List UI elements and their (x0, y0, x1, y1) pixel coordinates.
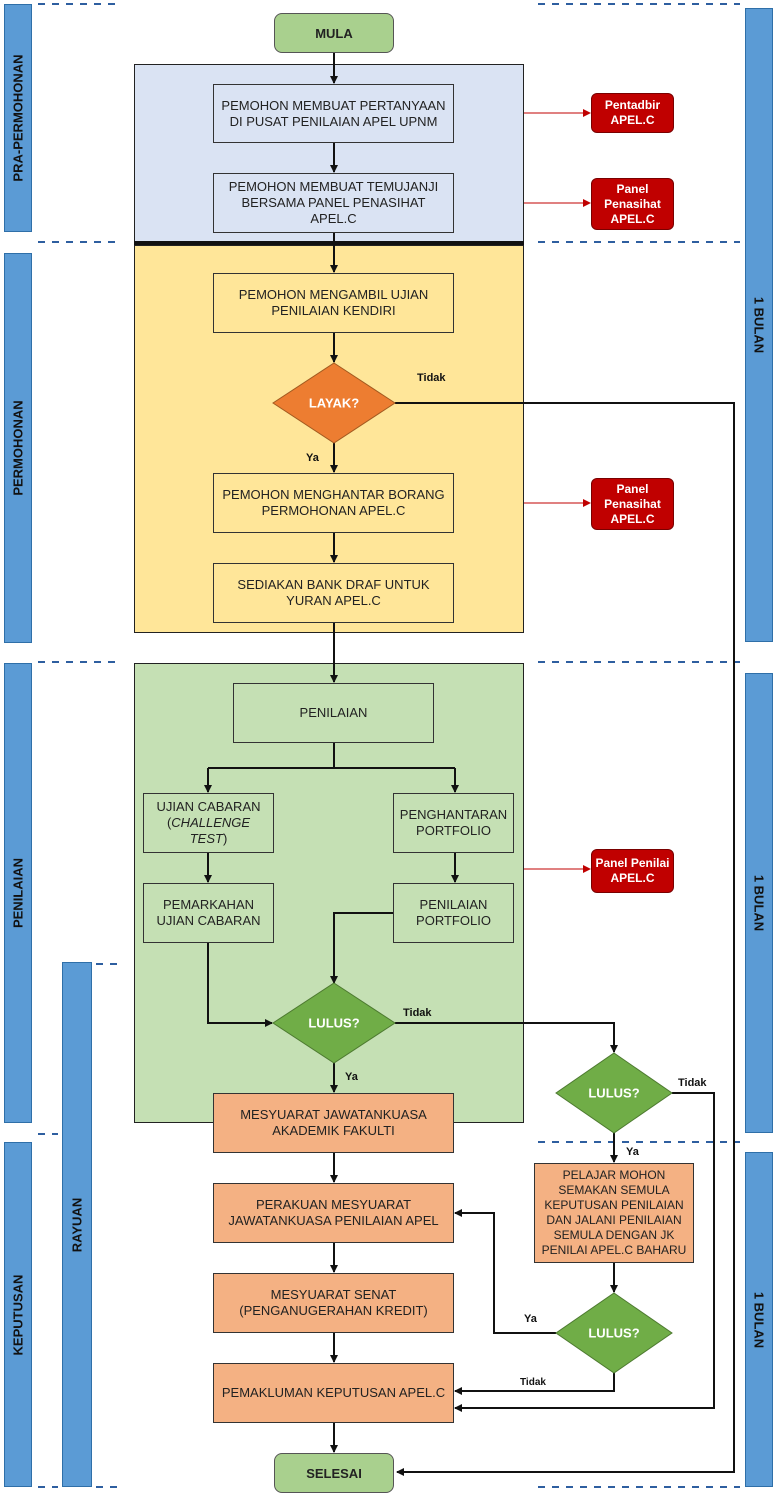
decision-lulus2-shape (555, 1052, 673, 1134)
duration-bar-1: 1 BULAN (745, 8, 773, 642)
ujian-cabaran-label: UJIAN CABARAN (156, 799, 261, 814)
label-ya-layak: Ya (306, 452, 319, 464)
duration-bar-3: 1 BULAN (745, 1152, 773, 1487)
label-tidak-lulus1: Tidak (403, 1007, 432, 1019)
step-penilaian: PENILAIAN (233, 683, 434, 743)
decision-lulus3: LULUS? (588, 1325, 640, 1341)
step-pemakluman: PEMAKLUMAN KEPUTUSAN APEL.C (213, 1363, 454, 1423)
step-perakuan: PERAKUAN MESYUARAT JAWATANKUASA PENILAIA… (213, 1183, 454, 1243)
label-tidak-layak: Tidak (417, 372, 446, 384)
region-divider (134, 241, 524, 245)
decision-lulus1-shape (272, 982, 396, 1064)
step-ujian-kendiri: PEMOHON MENGAMBIL UJIAN PENILAIAN KENDIR… (213, 273, 454, 333)
phase-keputusan: KEPUTUSAN (4, 1142, 32, 1487)
step-portfolio: PENGHANTARAN PORTFOLIO (393, 793, 514, 853)
step-senat: MESYUARAT SENAT (PENGANUGERAHAN KREDIT) (213, 1273, 454, 1333)
role-pentadbir: Pentadbir APEL.C (591, 93, 674, 133)
step-ujian-cabaran: UJIAN CABARAN (CHALLENGE TEST) (143, 793, 274, 853)
duration-bar-2: 1 BULAN (745, 673, 773, 1133)
step-mesyuarat-jk: MESYUARAT JAWATANKUASA AKADEMIK FAKULTI (213, 1093, 454, 1153)
label-tidak-lulus3: Tidak (520, 1377, 546, 1388)
label-ya-lulus2: Ya (626, 1146, 639, 1158)
role-penilai: Panel Penilai APEL.C (591, 849, 674, 893)
step-semakan: PELAJAR MOHON SEMAKAN SEMULA KEPUTUSAN P… (534, 1163, 694, 1263)
step-penilaian-portfolio: PENILAIAN PORTFOLIO (393, 883, 514, 943)
end-terminal: SELESAI (274, 1453, 394, 1493)
step-pertanyaan: PEMOHON MEMBUAT PERTANYAAN DI PUSAT PENI… (213, 84, 454, 143)
label-ya-lulus3: Ya (524, 1313, 537, 1325)
decision-layak-shape (272, 362, 396, 444)
phase-penilaian: PENILAIAN (4, 663, 32, 1123)
role-penasihat-2: Panel Penasihat APEL.C (591, 478, 674, 530)
step-bank-draf: SEDIAKAN BANK DRAF UNTUK YURAN APEL.C (213, 563, 454, 623)
step-temujanji: PEMOHON MEMBUAT TEMUJANJI BERSAMA PANEL … (213, 173, 454, 233)
step-borang: PEMOHON MENGHANTAR BORANG PERMOHONAN APE… (213, 473, 454, 533)
decision-lulus3-shape (555, 1292, 673, 1374)
label-tidak-lulus2: Tidak (678, 1077, 707, 1089)
phase-rayuan: RAYUAN (62, 962, 92, 1487)
start-terminal: MULA (274, 13, 394, 53)
decision-lulus2: LULUS? (588, 1085, 640, 1101)
phase-permohonan: PERMOHONAN (4, 253, 32, 643)
decision-lulus1: LULUS? (308, 1015, 360, 1031)
step-pemarkahan: PEMARKAHAN UJIAN CABARAN (143, 883, 274, 943)
label-ya-lulus1: Ya (345, 1071, 358, 1083)
phase-pra-permohonan: PRA-PERMOHONAN (4, 4, 32, 232)
decision-layak: LAYAK? (308, 395, 360, 411)
challenge-test-label: (CHALLENGE TEST) (166, 815, 251, 846)
role-penasihat-1: Panel Penasihat APEL.C (591, 178, 674, 230)
